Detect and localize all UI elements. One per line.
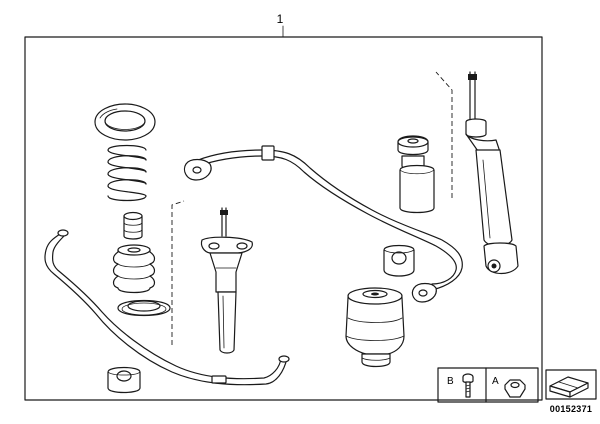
front-strut-group: [94, 103, 253, 354]
coil-spring: [107, 144, 147, 202]
kit-box-icon: [549, 376, 589, 398]
kit-frame: [24, 36, 543, 401]
bolt-icon: [462, 373, 474, 398]
rear-air-spring: [345, 287, 405, 368]
front-assembly-bracket: [171, 200, 185, 345]
rear-assembly-bracket: [435, 71, 453, 198]
front-stabilizer-clip: [211, 375, 227, 384]
front-bump-stop: [123, 211, 143, 240]
lower-spring-pad: [117, 299, 171, 317]
kit-reference-number: 1: [277, 12, 284, 26]
legend-key-b: B: [447, 376, 454, 387]
rear-bump-stop-boot: [397, 135, 435, 214]
hex-nut-icon: [504, 379, 526, 398]
rear-stabilizer-bar: [183, 145, 463, 303]
front-strut: [200, 207, 253, 354]
front-stabilizer-bar: [44, 229, 290, 386]
upper-spring-seat: [94, 103, 156, 141]
document-label: 00152371: [545, 369, 597, 414]
rear-stabilizer-bushing: [383, 244, 415, 277]
fastener-legend: B A: [437, 367, 539, 403]
front-stabilizer-bushing: [107, 366, 141, 394]
legend-key-a: A: [492, 376, 499, 387]
kit-icon-frame: [545, 369, 597, 400]
legend-frame: [437, 367, 539, 403]
rear-stabilizer-clip: [261, 145, 275, 161]
rear-shock-absorber: [465, 71, 519, 275]
front-dust-boot: [112, 244, 156, 294]
document-number: 00152371: [550, 404, 592, 414]
